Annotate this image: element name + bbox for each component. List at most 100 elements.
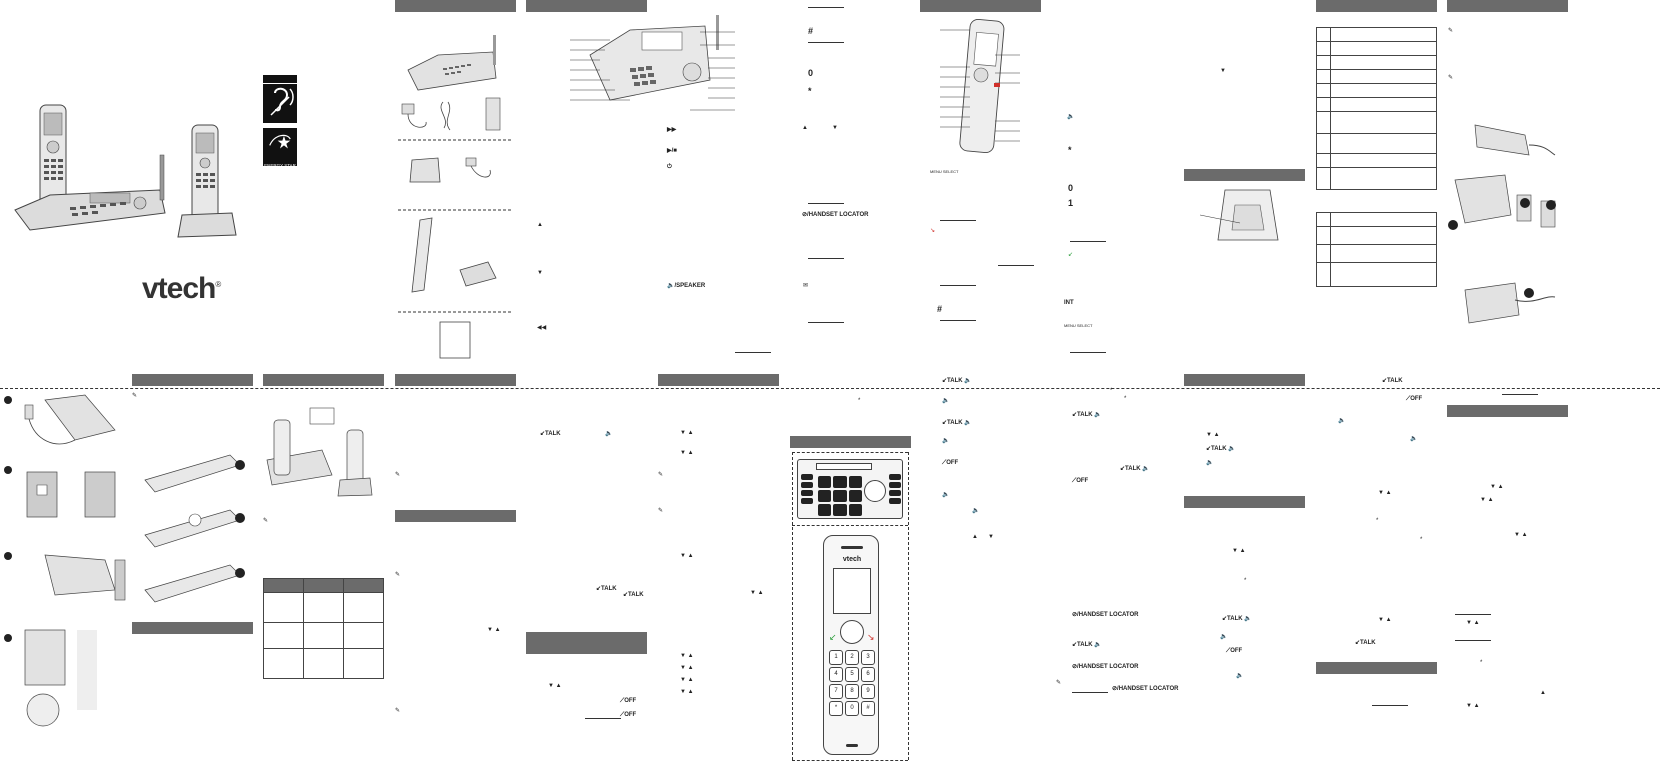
key-5[interactable] [833, 490, 847, 502]
divider-line [1070, 352, 1106, 353]
base-side-button[interactable] [889, 498, 901, 504]
talk-icon: ↙ [1222, 616, 1228, 622]
divider-line [1502, 394, 1538, 395]
step-bullet [4, 466, 12, 474]
handset-key[interactable]: 8 [845, 684, 859, 699]
divider-line [940, 285, 976, 286]
key-1[interactable] [818, 476, 832, 488]
star-key-label: * [1068, 145, 1072, 155]
divider-line [808, 258, 844, 259]
star-key-label: * [1244, 578, 1247, 584]
cutout-border-bottom [792, 760, 908, 761]
handset-locator-icon: ⊘ [1072, 664, 1078, 670]
key-4[interactable] [818, 490, 832, 502]
off-label-text: OFF [1410, 396, 1423, 402]
off-icon: ↘ [930, 228, 936, 234]
key-6[interactable] [848, 490, 862, 502]
talk-label-text: TALK [1211, 446, 1227, 452]
handset-key[interactable]: 4 [829, 667, 843, 682]
handset-key[interactable]: 7 [829, 684, 843, 699]
talk-label: ↙TALK 🔈 [1120, 466, 1150, 472]
note-icon: ✎ [658, 472, 664, 478]
section-header-bar [263, 374, 384, 386]
install-line-diagram [1448, 124, 1556, 324]
handset-key[interactable]: 9 [861, 684, 875, 699]
handset-overview-diagram [940, 18, 1020, 154]
base-side-button[interactable] [801, 474, 813, 480]
talk-label: ↙TALK [623, 592, 644, 599]
key-7[interactable] [818, 504, 832, 516]
base-side-button[interactable] [801, 498, 813, 504]
base-side-button[interactable] [889, 474, 901, 480]
talk-label-text: TALK [1387, 378, 1403, 384]
handset-key[interactable]: 1 [829, 650, 843, 665]
handset-locator-label: ⊘/HANDSET LOCATOR [1072, 612, 1138, 619]
handset-key[interactable]: 6 [861, 667, 875, 682]
talk-icon: ↙ [623, 592, 629, 598]
one-key-label: 1 [1068, 198, 1074, 208]
cover-phones-illustration [14, 104, 237, 238]
note-icon: ✎ [263, 518, 269, 524]
section-header-bar [1316, 0, 1437, 12]
vtech-logo-text: vtech [142, 272, 216, 305]
handset-key[interactable]: 3 [861, 650, 875, 665]
base-side-button[interactable] [801, 482, 813, 488]
down-up-icons: ▼ ▲ [750, 590, 764, 596]
message-icon: ✉ [803, 283, 809, 289]
zero-key-label: 0 [1068, 183, 1074, 193]
down-up-icons: ▼ ▲ [1378, 490, 1392, 496]
off-icon[interactable]: ↘ [867, 632, 875, 642]
note-icon: ✎ [658, 508, 664, 514]
talk-label-text: TALK [601, 586, 617, 592]
base-side-button[interactable] [801, 490, 813, 496]
down-up-icons: ▲ ▼ [972, 534, 994, 540]
off-label: ⟋OFF [942, 460, 958, 467]
handset-locator-icon: ⊘ [802, 212, 808, 218]
divider-line [1372, 705, 1408, 706]
talk-label-text: TALK [947, 378, 963, 384]
talk-icon: ↙ [1120, 466, 1126, 472]
battery-indicator-table [263, 578, 384, 679]
down-up-icons: ▼ ▲ [1490, 484, 1504, 490]
key-9[interactable] [848, 504, 862, 516]
handset-key[interactable]: 0 [845, 701, 859, 716]
section-header-bar [526, 632, 647, 654]
down-up-icons: ▼ ▲ [680, 450, 694, 456]
key-3[interactable] [848, 476, 862, 488]
talk-label: ↙TALK 🔈 [1222, 616, 1252, 622]
vtech-logo: vtech® [142, 272, 221, 306]
handset-locator-icon: ⊘ [1112, 686, 1118, 692]
key-2[interactable] [833, 476, 847, 488]
off-label-text: OFF [1076, 478, 1089, 484]
talk-icon: ↙ [596, 586, 602, 592]
section-header-bar [1316, 662, 1437, 674]
down-up-icons: ▼ ▲ [680, 653, 694, 659]
registered-mark: ® [215, 280, 221, 289]
speaker-icon: 🔈 [1410, 436, 1418, 442]
handset-key[interactable]: 2 [845, 650, 859, 665]
down-up-icons: ▼ ▲ [1466, 620, 1480, 626]
base-side-button[interactable] [889, 490, 901, 496]
off-icon: ⟋ [1406, 396, 1411, 402]
handset-key[interactable]: 5 [845, 667, 859, 682]
section-header-bar [1184, 496, 1305, 508]
talk-label-text: TALK [947, 420, 963, 426]
hash-key-label: # [937, 304, 943, 314]
handset-key[interactable]: * [829, 701, 843, 716]
off-icon: ⟋ [1226, 648, 1231, 654]
star-key-label: * [1420, 537, 1423, 543]
energy-star-badge: ENERGY STAR [263, 128, 297, 168]
up-arrow-icon: ▲ [537, 222, 543, 228]
status-icon-table [1316, 27, 1437, 190]
divider-line [1072, 692, 1108, 693]
talk-icon[interactable]: ↙ [829, 632, 837, 642]
speaker-icon: 🔈 [942, 492, 950, 498]
base-display [816, 463, 872, 470]
handset-key[interactable]: # [861, 701, 875, 716]
up-arrow-icon: ▲ [1540, 690, 1546, 696]
key-8[interactable] [833, 504, 847, 516]
speaker-icon: 🔈 [667, 283, 675, 289]
section-header-bar [395, 0, 516, 12]
base-side-button[interactable] [889, 482, 901, 488]
talk-icon: ↙ [1382, 378, 1388, 384]
